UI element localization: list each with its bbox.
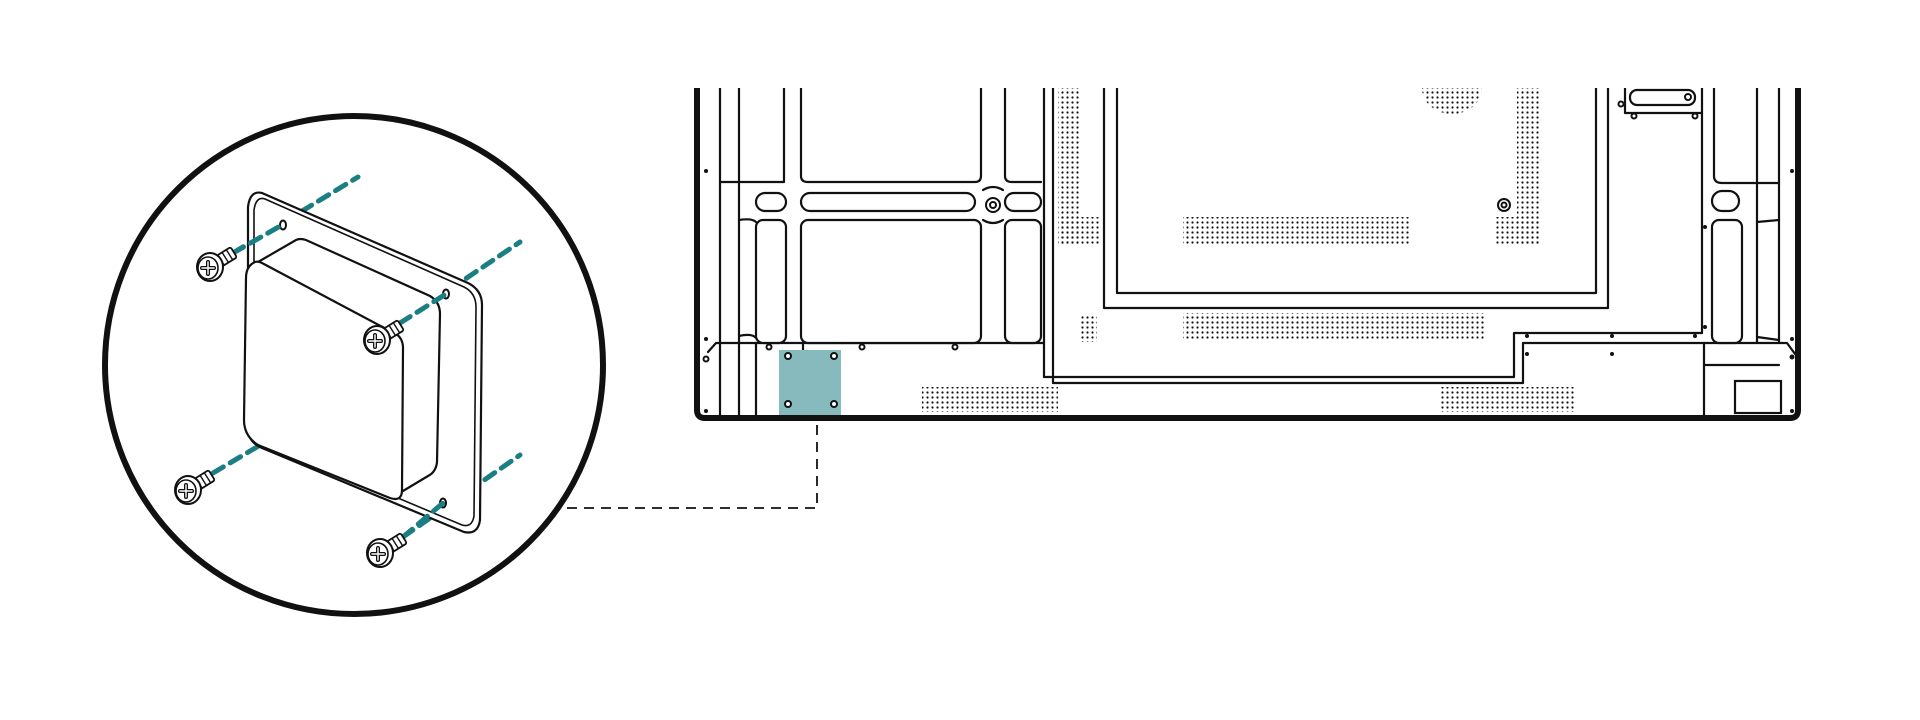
vent-grilles [922, 88, 1772, 412]
mounted-box [242, 237, 442, 501]
knob-icon [1497, 198, 1511, 212]
mounting-area-highlight [779, 350, 841, 415]
guide-line-bottom-left [210, 441, 265, 476]
callout-detail [102, 113, 606, 617]
callout-connector [567, 422, 818, 509]
display-frame [694, 88, 1801, 421]
display-back-panel [694, 88, 1801, 422]
knob-icon [981, 185, 1005, 225]
